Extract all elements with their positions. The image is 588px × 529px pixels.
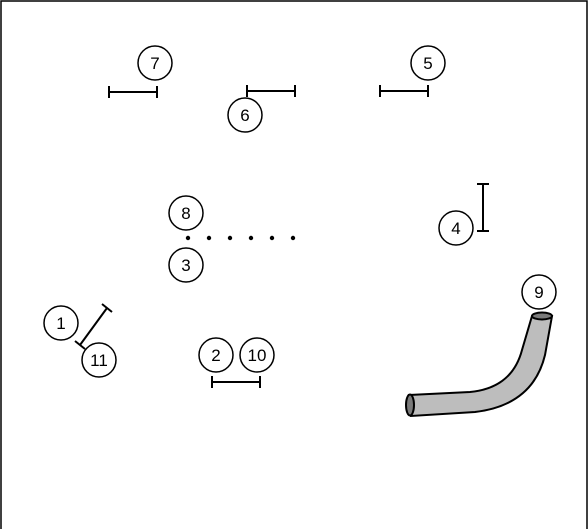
jump-obstacle-2	[212, 376, 260, 388]
marker-5-label: 5	[423, 54, 432, 73]
marker-7: 7	[138, 46, 172, 80]
marker-6: 6	[228, 98, 262, 132]
weave-pole	[270, 236, 274, 240]
weave-pole	[249, 236, 253, 240]
jump-obstacle-4	[477, 184, 489, 231]
weave-pole	[228, 236, 232, 240]
marker-1: 1	[44, 306, 78, 340]
tunnel-obstacle	[406, 313, 552, 417]
marker-7-label: 7	[150, 54, 159, 73]
marker-10: 10	[240, 338, 274, 372]
marker-9: 9	[522, 275, 556, 309]
tunnel-body	[409, 316, 552, 416]
marker-10-label: 10	[248, 346, 267, 365]
marker-1-label: 1	[56, 314, 65, 333]
jump-obstacle-5	[380, 85, 428, 97]
marker-6-label: 6	[240, 106, 249, 125]
marker-9-label: 9	[534, 283, 543, 302]
weave-poles	[186, 236, 295, 240]
marker-4: 4	[439, 211, 473, 245]
marker-4-label: 4	[451, 219, 460, 238]
tunnel-mouth-left	[406, 395, 414, 416]
marker-11: 11	[82, 343, 116, 377]
marker-3: 3	[169, 248, 203, 282]
tunnel-mouth-top	[532, 313, 552, 320]
weave-pole	[207, 236, 211, 240]
marker-2: 2	[199, 338, 233, 372]
marker-5: 5	[411, 46, 445, 80]
marker-11-label: 11	[90, 351, 108, 370]
weave-pole	[291, 236, 295, 240]
marker-8-label: 8	[181, 204, 190, 223]
jump-obstacle-6	[247, 85, 295, 97]
jump-obstacle-7	[109, 86, 157, 98]
marker-2-label: 2	[211, 346, 220, 365]
jump-obstacle-1	[75, 304, 112, 349]
marker-3-label: 3	[181, 256, 190, 275]
marker-8: 8	[169, 196, 203, 230]
weave-pole	[186, 236, 190, 240]
